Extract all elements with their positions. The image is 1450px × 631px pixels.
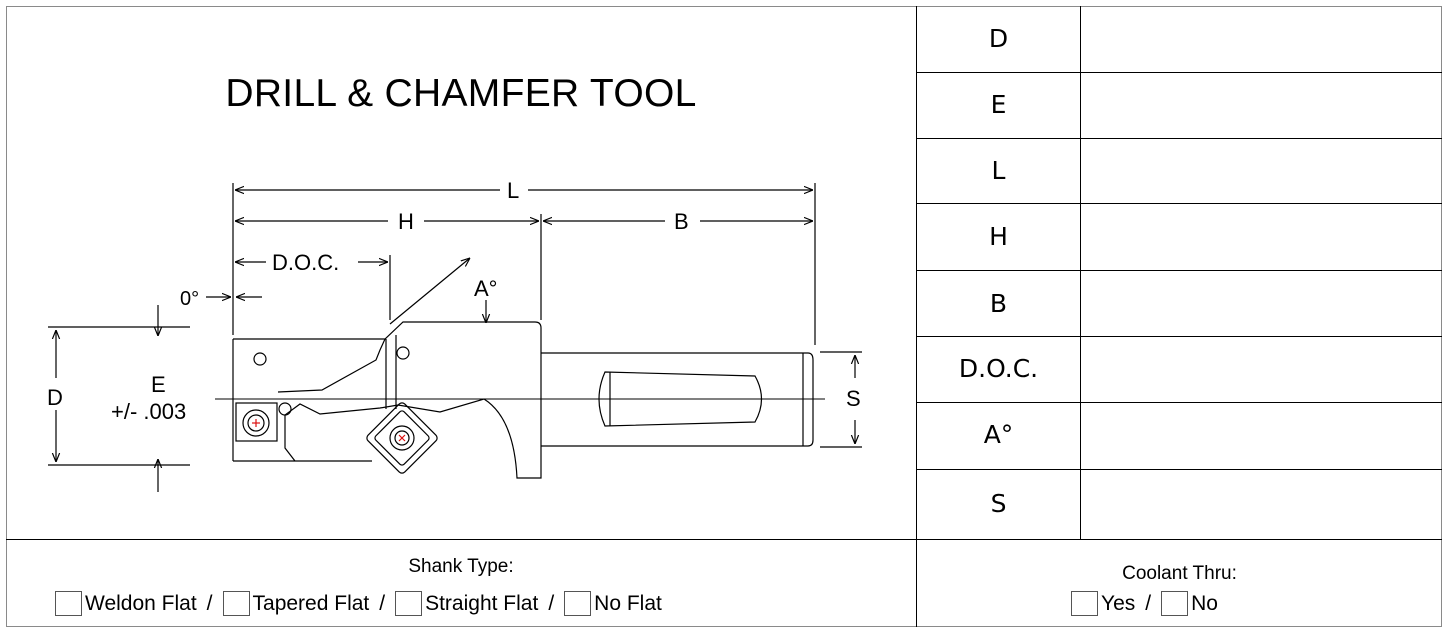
main-divider xyxy=(916,6,917,627)
spec-label-e: E xyxy=(990,90,1007,119)
coolant-hole xyxy=(396,346,410,360)
shank-outline xyxy=(541,352,814,447)
insert-screw-bump xyxy=(278,402,292,416)
spec-column-divider xyxy=(1080,6,1081,539)
spec-row-line xyxy=(917,336,1442,337)
dim-label-b: B xyxy=(674,209,689,234)
spec-row-line xyxy=(917,138,1442,139)
dim-label-tolerance: +/- .003 xyxy=(111,399,186,424)
spec-label-s: S xyxy=(990,489,1007,518)
spec-value-h[interactable] xyxy=(1081,204,1442,270)
spec-value-l[interactable] xyxy=(1081,139,1442,205)
dim-label-d: D xyxy=(47,385,63,410)
coolant-thru-options: Yes / No xyxy=(1071,591,1218,616)
tapered-flat-checkbox[interactable] xyxy=(222,591,250,616)
coolant-hole xyxy=(253,352,267,366)
spec-value-b[interactable] xyxy=(1081,271,1442,337)
dim-label-e: E xyxy=(151,372,166,397)
spec-row-line xyxy=(917,270,1442,271)
spec-row-line xyxy=(917,402,1442,403)
tapered-flat-label: Tapered Flat xyxy=(252,591,370,615)
coolant-yes-checkbox[interactable] xyxy=(1071,591,1098,616)
no-flat-label: No Flat xyxy=(594,591,662,615)
spec-label-d: D xyxy=(988,24,1009,53)
spec-value-s[interactable] xyxy=(1081,470,1442,536)
spec-label-doc: D.O.C. xyxy=(958,354,1039,383)
chamfer-insert xyxy=(366,402,438,474)
head-shoulder xyxy=(277,338,386,393)
spec-row-line xyxy=(917,203,1442,204)
drill-insert xyxy=(235,402,278,442)
insert-screw-inner xyxy=(247,414,265,432)
weldon-flat-label: Weldon Flat xyxy=(85,591,197,615)
spec-value-e[interactable] xyxy=(1081,73,1442,139)
chamfer-screw-inner xyxy=(394,430,410,446)
option-separator: / xyxy=(379,591,386,615)
coolant-no-checkbox[interactable] xyxy=(1161,591,1189,616)
option-separator: / xyxy=(548,591,555,615)
dim-label-zero: 0° xyxy=(180,288,199,310)
spec-label-b: B xyxy=(989,289,1008,318)
shank-type-options: Weldon Flat / Tapered Flat / Straight Fl… xyxy=(55,591,662,616)
dim-label-h: H xyxy=(398,209,414,234)
dim-label-doc: D.O.C. xyxy=(272,250,339,275)
page-title: DRILL & CHAMFER TOOL xyxy=(225,72,697,115)
screw-center-mark xyxy=(398,434,406,442)
form-frame xyxy=(6,6,1442,627)
dim-line-angle xyxy=(389,258,470,325)
shank-type-heading: Shank Type: xyxy=(408,556,514,577)
insert-screw-outer xyxy=(242,409,270,437)
spec-row-line xyxy=(917,469,1442,470)
spec-value-doc[interactable] xyxy=(1081,337,1442,403)
footer-divider xyxy=(6,539,1442,540)
option-separator: / xyxy=(206,591,213,615)
straight-flat-checkbox[interactable] xyxy=(395,591,423,616)
spec-row-line xyxy=(917,72,1442,73)
spec-label-l: L xyxy=(991,156,1006,185)
tool-body-outline xyxy=(233,321,542,479)
spec-label-angle: A° xyxy=(983,420,1014,449)
shank-flat xyxy=(598,371,763,427)
dim-label-l: L xyxy=(507,178,519,203)
chamfer-insert-inner xyxy=(374,410,430,466)
spec-value-angle[interactable] xyxy=(1081,403,1442,469)
coolant-thru-heading: Coolant Thru: xyxy=(1122,563,1237,584)
chamfer-screw-outer xyxy=(389,425,415,451)
spec-value-d[interactable] xyxy=(1081,6,1442,72)
tool-drawing: L H B D.O.C. 0° A° D E +/- .003 S xyxy=(47,178,862,492)
coolant-no-label: No xyxy=(1191,591,1218,615)
straight-flat-label: Straight Flat xyxy=(425,591,539,615)
dim-label-angle: A° xyxy=(474,276,497,301)
dim-label-s: S xyxy=(846,386,861,411)
weldon-flat-checkbox[interactable] xyxy=(55,591,82,616)
spec-label-h: H xyxy=(989,222,1008,251)
no-flat-checkbox[interactable] xyxy=(564,591,592,616)
coolant-yes-label: Yes xyxy=(1101,591,1136,615)
option-separator: / xyxy=(1145,591,1152,615)
